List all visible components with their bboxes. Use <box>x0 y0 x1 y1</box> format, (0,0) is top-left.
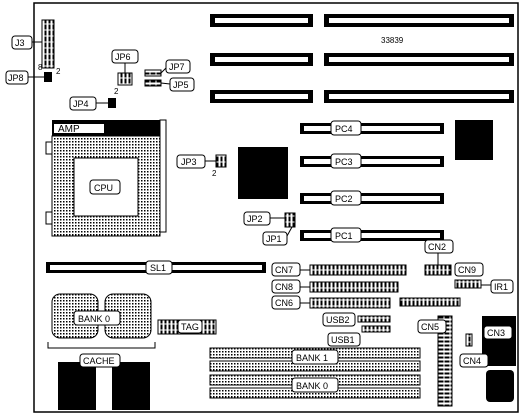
cn8-label: CN8 <box>275 282 293 292</box>
cpu-socket: AMP <box>45 119 167 237</box>
cn4-label: CN4 <box>463 356 481 366</box>
cache-label: CACHE <box>83 356 115 366</box>
pc2-label: PC2 <box>335 194 353 204</box>
usb2-label: USB2 <box>326 315 350 325</box>
cn5-power <box>437 315 453 407</box>
cn4-connector <box>465 333 473 347</box>
amp-label: AMP <box>58 124 80 135</box>
cn2-connector <box>424 264 452 276</box>
cn6-connector <box>309 297 391 309</box>
simm-bank0-label: BANK 0 <box>296 381 328 391</box>
pc4-label: PC4 <box>335 124 353 134</box>
cn9-label: CN9 <box>458 265 476 275</box>
cn7-label: CN7 <box>275 265 293 275</box>
jp8-jumper <box>44 72 52 82</box>
jp5-jumper <box>144 79 162 87</box>
cn8-connector <box>309 281 399 293</box>
jp6-label: JP6 <box>115 52 131 62</box>
usb1-connector <box>361 325 391 333</box>
chipset-north <box>238 147 288 199</box>
jp1-label: JP1 <box>266 234 282 244</box>
jp4-jumper <box>108 98 116 108</box>
jp3-label: JP3 <box>181 157 197 167</box>
cn2-label: CN2 <box>428 242 446 252</box>
jp8-label: JP8 <box>8 73 24 83</box>
jp7-jumper <box>144 69 162 77</box>
jp7-label: JP7 <box>169 62 185 72</box>
jp3-pin-2: 2 <box>212 169 217 178</box>
cn6-label: CN6 <box>275 298 293 308</box>
tag-label: TAG <box>181 322 199 332</box>
usb1-label: USB1 <box>331 335 355 345</box>
cn5-label: CN5 <box>421 322 439 332</box>
sl1-label: SL1 <box>150 263 166 273</box>
model-number: 33839 <box>381 36 404 45</box>
cache-bank0-label: BANK 0 <box>78 314 110 324</box>
j3-pin-8: 8 <box>38 63 43 72</box>
jp4-label: JP4 <box>73 99 89 109</box>
jp6-pin-2: 2 <box>114 87 119 96</box>
j3-header <box>41 19 55 69</box>
cpu-label: CPU <box>94 183 113 193</box>
chipset-south <box>455 120 493 160</box>
j3-pin-2: 2 <box>56 67 61 76</box>
usb2-connector <box>357 315 391 323</box>
j3-label: J3 <box>15 38 25 48</box>
cn7-connector <box>309 264 407 276</box>
jp5-label: JP5 <box>173 80 189 90</box>
pci-slots <box>300 123 444 241</box>
cn3-jack <box>486 370 514 402</box>
pc3-label: PC3 <box>335 157 353 167</box>
cn5-connector <box>399 297 461 307</box>
jp2-label: JP2 <box>247 214 263 224</box>
ir1-label: IR1 <box>494 282 508 292</box>
cn9-connector <box>454 279 482 289</box>
jp3-jumper <box>215 154 227 168</box>
jp2-jumper <box>284 212 296 228</box>
simm-bank1-label: BANK 1 <box>296 353 328 363</box>
pc1-label: PC1 <box>335 231 353 241</box>
jp6-jumper <box>117 72 133 86</box>
isa-slots <box>210 14 514 103</box>
cn3-label: CN3 <box>487 328 505 338</box>
